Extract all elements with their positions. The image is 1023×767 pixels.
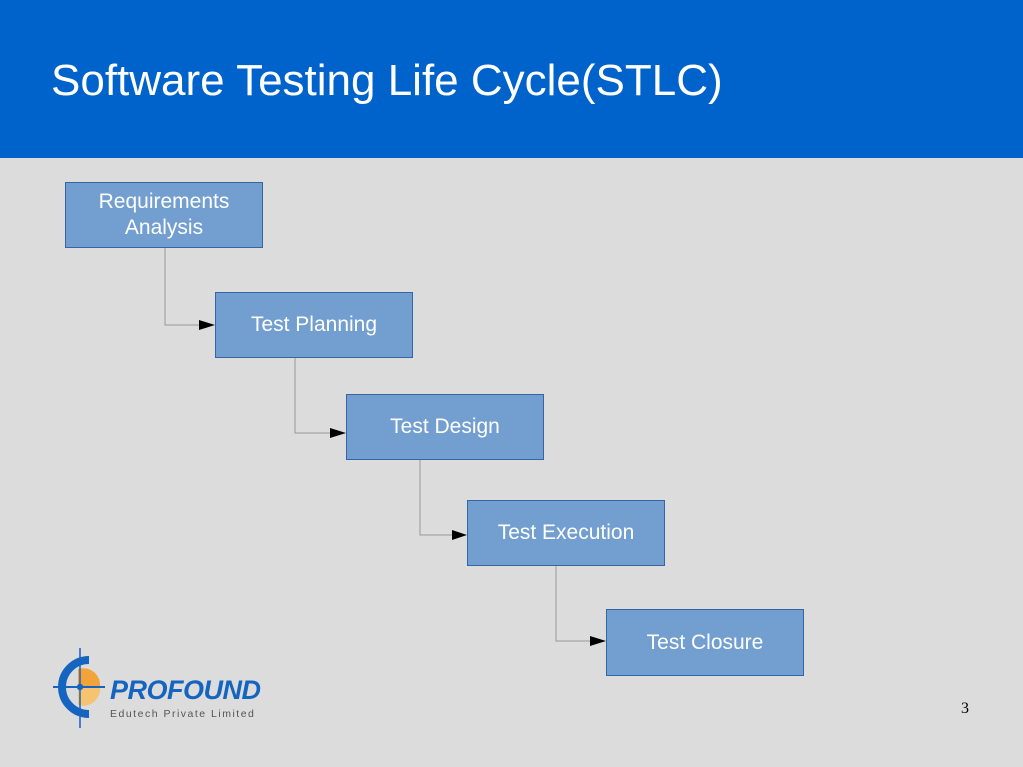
arrowhead-icon (199, 320, 215, 330)
logo-emblem-icon (53, 648, 105, 728)
step-test-closure: Test Closure (606, 609, 804, 676)
arrowhead-icon (590, 636, 606, 646)
logo-tagline: Edutech Private Limited (110, 708, 256, 720)
step-label: Test Closure (646, 630, 764, 654)
slide-title: Software Testing Life Cycle(STLC) (51, 56, 723, 105)
step-test-execution: Test Execution (467, 500, 665, 566)
step-test-design: Test Design (346, 394, 544, 460)
step-label: Requirements Analysis (98, 190, 230, 239)
page-number: 3 (961, 700, 969, 717)
connector-design-to-execution (419, 460, 455, 536)
step-test-planning: Test Planning (215, 292, 413, 358)
step-label: Test Planning (250, 313, 378, 336)
step-requirements-analysis: Requirements Analysis (65, 182, 263, 248)
arrowhead-icon (452, 530, 467, 540)
logo-wordmark: PROFOUND (110, 675, 261, 705)
arrowhead-icon (330, 428, 346, 438)
step-label: Test Execution (497, 521, 635, 544)
title-bar: Software Testing Life Cycle(STLC) (0, 0, 1023, 158)
step-label: Test Design (390, 415, 500, 438)
connector-planning-to-design (294, 357, 333, 434)
connector-requirements-to-planning (164, 248, 202, 326)
connector-execution-to-closure (555, 566, 592, 642)
